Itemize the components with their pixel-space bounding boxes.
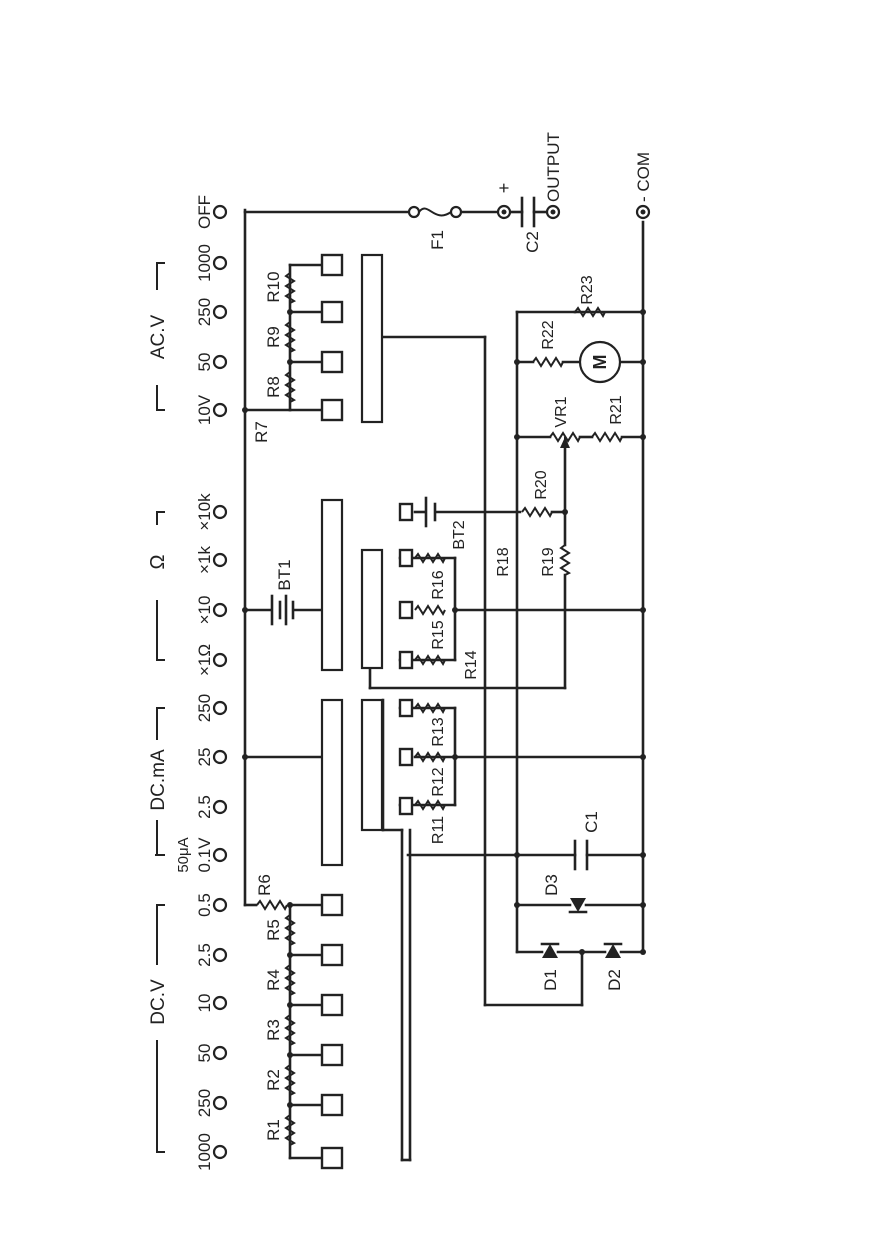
- label-r14: R14: [463, 650, 480, 679]
- range-off: OFF: [195, 195, 214, 229]
- resistor-r11: [415, 801, 445, 809]
- label-r16: R16: [430, 570, 447, 599]
- fuse-f1: [419, 209, 451, 216]
- label-c1: C1: [582, 811, 601, 833]
- group-label-acv: AC.V: [148, 315, 169, 360]
- resistor-r6: [257, 901, 287, 909]
- range-acv-10: 10V: [195, 394, 214, 425]
- range-ua-50: 50μA: [175, 837, 192, 872]
- label-bt2: BT2: [451, 520, 468, 549]
- label-r23: R23: [579, 275, 596, 304]
- label-r10: R10: [264, 271, 283, 302]
- label-vr1: VR1: [553, 396, 570, 427]
- range-dcv-10: 10: [195, 994, 214, 1013]
- label-r18: R18: [495, 547, 512, 576]
- resistor-r22: [533, 358, 563, 366]
- label-plus: +: [494, 183, 514, 194]
- range-dcv-2-5: 2.5: [195, 943, 214, 967]
- resistor-r16: [415, 554, 445, 562]
- label-r5: R5: [264, 919, 283, 941]
- label-r15: R15: [430, 620, 447, 649]
- resistor-r2: [286, 1065, 294, 1095]
- range-dcv-0-5: 0.5: [195, 893, 214, 917]
- resistor-r8: [286, 372, 294, 402]
- range-dcv-1000: 1000: [195, 1133, 214, 1171]
- label-d1: D1: [541, 969, 560, 991]
- label-output: OUTPUT: [544, 132, 563, 202]
- group-label-dcv: DC.V: [148, 979, 169, 1025]
- diode-d2: [605, 944, 621, 958]
- label-r6: R6: [255, 874, 274, 896]
- range-dcv-0-1: 0.1V: [195, 837, 214, 873]
- resistor-r1: [286, 1115, 294, 1145]
- label-d2: D2: [605, 969, 624, 991]
- group-label-ohm: Ω: [147, 554, 169, 569]
- range-ohm-x1: ×1Ω: [195, 644, 214, 676]
- label-r7: R7: [252, 421, 271, 443]
- resistor-r20: [522, 508, 552, 516]
- range-acv-250: 250: [195, 298, 214, 326]
- f1-terminal-left: [409, 207, 419, 217]
- resistor-r19: [561, 545, 569, 575]
- label-d3: D3: [542, 874, 561, 896]
- range-ohm-x10k: ×10k: [195, 493, 214, 531]
- label-r22: R22: [540, 320, 557, 349]
- switch-bars: [322, 255, 382, 865]
- range-ma-250: 250: [195, 694, 214, 722]
- label-meter: M: [590, 355, 610, 370]
- range-ma-2-5: 2.5: [195, 795, 214, 819]
- label-r1: R1: [264, 1119, 283, 1141]
- resistor-r9: [286, 322, 294, 352]
- label-r9: R9: [264, 326, 283, 348]
- label-r19: R19: [540, 547, 557, 576]
- label-com: - COM: [634, 152, 653, 202]
- resistor-r12: [415, 753, 445, 761]
- range-terminals: [214, 206, 226, 1158]
- resistor-r10: [286, 273, 294, 303]
- range-dcv-50: 50: [195, 1044, 214, 1063]
- f1-terminal-right: [451, 207, 461, 217]
- diode-d1: [542, 944, 558, 958]
- label-r12: R12: [430, 767, 447, 796]
- resistor-r4: [286, 965, 294, 995]
- resistor-r14: [415, 656, 445, 664]
- label-r11: R11: [430, 816, 447, 844]
- label-r21: R21: [608, 395, 625, 424]
- label-bt1: BT1: [275, 559, 294, 590]
- group-label-dcma: DC.mA: [148, 749, 169, 811]
- range-acv-50: 50: [195, 353, 214, 372]
- label-r2: R2: [264, 1069, 283, 1091]
- range-ohm-x1k: ×1k: [195, 546, 214, 574]
- diode-d3: [570, 898, 586, 912]
- label-r20: R20: [533, 470, 550, 499]
- label-c2: C2: [523, 231, 542, 253]
- range-ma-25: 25: [195, 748, 214, 767]
- range-acv-1000: 1000: [195, 244, 214, 282]
- label-r8: R8: [264, 376, 283, 398]
- resistor-r13: [415, 704, 445, 712]
- label-r3: R3: [264, 1019, 283, 1041]
- resistor-r3: [286, 1015, 294, 1045]
- resistor-r15: [415, 606, 445, 614]
- resistor-r5: [286, 915, 294, 945]
- range-ohm-x10: ×10: [195, 596, 214, 625]
- label-r4: R4: [264, 969, 283, 991]
- resistor-r23: [575, 308, 605, 316]
- range-dcv-250: 250: [195, 1089, 214, 1117]
- resistor-r21: [592, 433, 622, 441]
- label-r13: R13: [430, 717, 447, 746]
- label-f1: F1: [428, 230, 447, 250]
